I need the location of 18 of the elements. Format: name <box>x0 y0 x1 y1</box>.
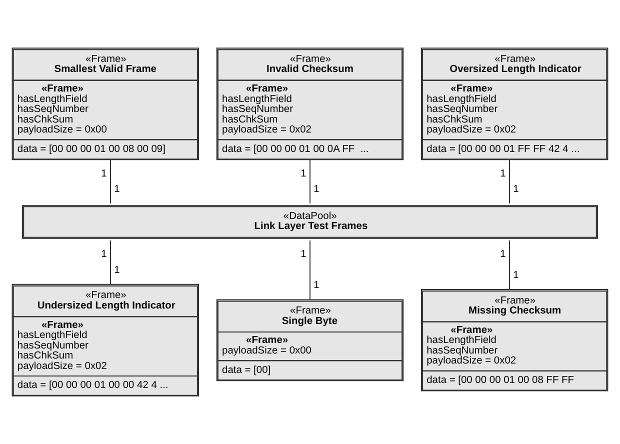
connector <box>110 160 112 204</box>
label: 1 <box>500 168 506 180</box>
connector <box>309 240 311 300</box>
connector <box>110 240 112 284</box>
label: 1 <box>114 264 120 276</box>
connector <box>508 160 510 204</box>
label: 1 <box>300 168 306 180</box>
label: 1 <box>513 184 519 196</box>
connector <box>508 240 510 290</box>
label: 1 <box>500 248 506 260</box>
label: 1 <box>114 184 120 196</box>
label: 1 <box>300 248 306 260</box>
label: 1 <box>513 270 519 282</box>
connector <box>309 160 311 204</box>
label: 1 <box>314 280 320 291</box>
label: 1 <box>101 168 107 180</box>
label: 1 <box>314 184 320 196</box>
label: 1 <box>101 248 107 260</box>
